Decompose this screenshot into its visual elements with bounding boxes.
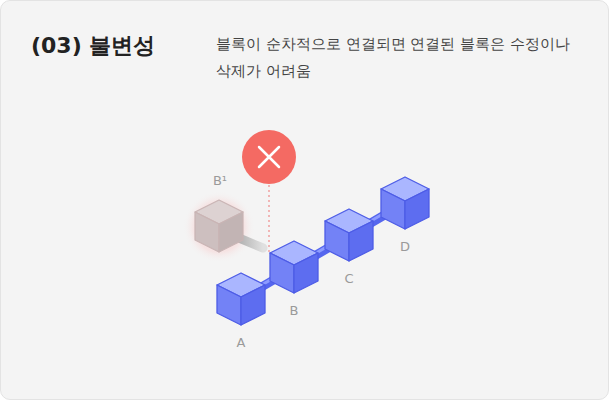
- block-c: [325, 209, 373, 261]
- section-title: (03) 불변성: [31, 31, 155, 61]
- rejected-block: [195, 200, 243, 252]
- block-a: [217, 273, 265, 325]
- description-text: 블록이 순차적으로 연결되면 연결된 블록은 수정이나 삭제가 어려움: [216, 31, 576, 85]
- block-label: D: [400, 239, 410, 254]
- reject-cross: [259, 147, 279, 167]
- block-label: A: [237, 335, 246, 350]
- block-d: [381, 177, 429, 229]
- leader-line: [268, 185, 270, 253]
- rejected-halo: [183, 191, 255, 263]
- block-label: B¹: [213, 173, 227, 188]
- block-label: C: [344, 271, 353, 286]
- block-label: B: [290, 303, 299, 318]
- block-b: [270, 241, 318, 293]
- reject-icon: [242, 130, 296, 184]
